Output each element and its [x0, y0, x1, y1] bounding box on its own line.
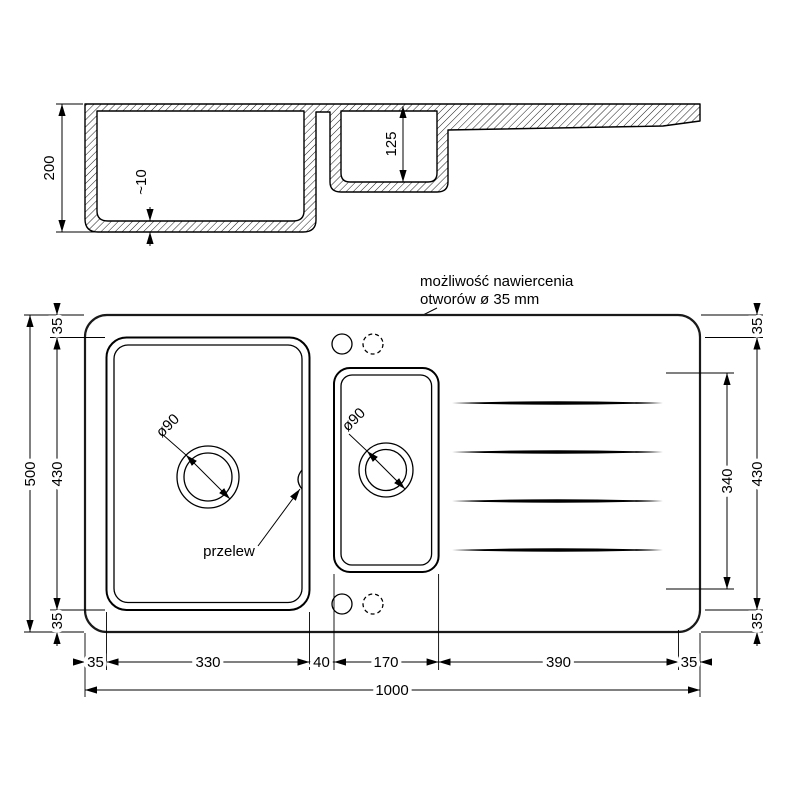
- left-drain-inner-circle: [183, 452, 233, 502]
- section-dimensions: 200 ~10 125: [41, 103, 407, 246]
- plan-dimensions-left: 500 35 430 35: [19, 303, 105, 646]
- drainboard-groove: [452, 450, 663, 454]
- small-drain-inner-circle: [364, 448, 408, 492]
- dim-front-right-margin: 35: [681, 654, 698, 671]
- section-profile: [84, 103, 701, 233]
- left-bowl-outline: [105, 336, 311, 611]
- drill-annotation-line1: możliwość nawiercenia: [420, 273, 574, 290]
- optional-hole-bottom-icon: [362, 593, 384, 615]
- plan-dimensions-bottom: 35 330 40 170 390 35 1000: [73, 574, 712, 703]
- overflow-label: przelew: [203, 543, 255, 560]
- faucet-hole-top: [331, 333, 353, 355]
- drill-annotation-line2: otworów ø 35 mm: [420, 291, 539, 308]
- optional-hole-top-icon: [362, 333, 384, 355]
- dim-small-bowl-width: 170: [373, 654, 398, 671]
- left-drain-outer-circle: [176, 445, 240, 509]
- overflow: przelew: [203, 469, 303, 560]
- drainboard-groove: [452, 499, 663, 503]
- dim-small-bowl-depth: 125: [383, 131, 400, 156]
- dim-right-depth: 430: [749, 461, 766, 486]
- dim-left-bowl-depth: 430: [49, 461, 66, 486]
- faucet-hole-bottom: [331, 593, 353, 615]
- overflow-leader: [257, 488, 301, 547]
- drill-annotation: możliwość nawiercenia otworów ø 35 mm: [380, 273, 574, 337]
- drainboard-grooves: [452, 401, 663, 552]
- small-bowl-outline: [333, 367, 440, 573]
- left-bowl-inner-edge: [113, 344, 303, 604]
- dim-overall-width: 1000: [375, 682, 408, 699]
- dim-left-bottom-margin: 35: [49, 613, 66, 630]
- dim-overall-depth: 500: [22, 461, 39, 486]
- dim-left-top-margin: 35: [49, 318, 66, 335]
- section-view: 200 ~10 125: [41, 103, 701, 246]
- small-drain-outer-circle: [358, 442, 414, 498]
- dim-right-bottom-margin: 35: [749, 613, 766, 630]
- dim-bottom-thickness: ~10: [133, 169, 150, 194]
- plan-dimensions-right: 340 35 430 35: [666, 303, 770, 646]
- small-bowl-inner-edge: [340, 374, 433, 566]
- drainboard-groove: [452, 548, 663, 552]
- overflow-mark: [297, 469, 303, 490]
- drainboard-groove: [452, 401, 663, 405]
- dim-drainboard-width: 390: [546, 654, 571, 671]
- dim-grooves-length: 340: [719, 468, 736, 493]
- dim-left-bowl-width: 330: [195, 654, 220, 671]
- dim-right-top-margin: 35: [749, 318, 766, 335]
- plan-view: możliwość nawiercenia otworów ø 35 mm ø9…: [19, 273, 770, 703]
- dim-divider-width: 40: [313, 654, 330, 671]
- dim-front-left-margin: 35: [87, 654, 104, 671]
- dim-depth-total: 200: [41, 155, 58, 180]
